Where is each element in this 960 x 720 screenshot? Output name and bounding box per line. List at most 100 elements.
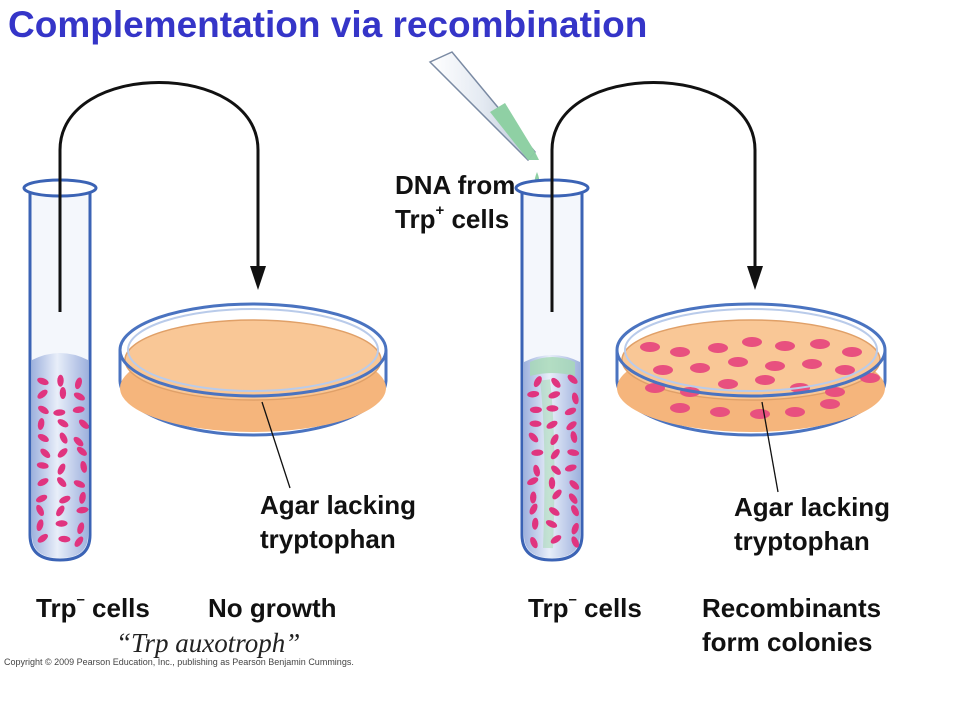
right-agar-leader-line xyxy=(761,401,779,493)
copyright-notice: Copyright © 2009 Pearson Education, Inc.… xyxy=(4,657,354,667)
left-agar-label: Agar lacking tryptophan xyxy=(260,488,416,556)
bacterium-cell xyxy=(35,494,48,503)
right-arrow-head xyxy=(747,266,763,290)
colony xyxy=(690,363,710,373)
bacterium-cell xyxy=(527,390,540,398)
bacterium-cell xyxy=(531,449,544,456)
bacterium-cell xyxy=(549,507,560,516)
colony xyxy=(670,403,690,413)
colony xyxy=(640,342,660,352)
dna-label-line2: Trp+ cells xyxy=(395,202,515,236)
left-petri-dish xyxy=(118,302,388,437)
dna-cells-text: cells xyxy=(444,204,510,234)
bacterium-cell xyxy=(57,448,68,458)
pipette xyxy=(428,51,539,162)
recombinants-line1: Recombinants xyxy=(702,593,882,623)
colony xyxy=(653,365,673,375)
bacterium-cell xyxy=(548,391,561,399)
bacterium-cell xyxy=(571,505,579,517)
left-test-tube xyxy=(22,178,98,562)
right-petri-dish xyxy=(615,302,887,437)
bacterium-cell xyxy=(37,434,49,442)
colony xyxy=(842,347,862,357)
left-agar-line1: Agar lacking xyxy=(260,490,417,520)
bacterium-cell xyxy=(546,420,558,429)
dna-trp-text: Trp xyxy=(395,204,436,234)
bacterium-cell xyxy=(551,377,561,388)
right-agar-line2: tryptophan xyxy=(734,526,870,556)
left-trp-text: Trp xyxy=(36,593,77,623)
bacterium-cell xyxy=(570,431,578,443)
bacterium-cell xyxy=(529,406,542,413)
right-agar-line1: Agar lacking xyxy=(734,492,891,522)
bacterium-cell xyxy=(529,491,537,504)
colony xyxy=(785,407,805,417)
right-cells-label: Trp– cells xyxy=(528,591,642,625)
right-tube-cells xyxy=(527,374,580,549)
colony xyxy=(802,359,822,369)
bacterium-cell xyxy=(533,464,540,477)
bacterium-cell xyxy=(551,465,561,475)
colony xyxy=(718,379,738,389)
left-cells-label: Trp– cells xyxy=(36,591,150,625)
right-trp-text: Trp xyxy=(528,593,569,623)
bacterium-cell xyxy=(57,477,67,488)
bacterium-cell xyxy=(564,464,577,472)
colony xyxy=(670,347,690,357)
bacterium-cell xyxy=(37,377,49,386)
colony xyxy=(742,337,762,347)
bacterium-cell xyxy=(567,449,580,456)
bacterium-cell xyxy=(550,434,559,446)
recombinants-label: Recombinants form colonies xyxy=(702,591,881,659)
left-agar xyxy=(124,319,382,401)
left-arrow-head xyxy=(250,266,266,290)
bacterium-cell xyxy=(531,517,539,530)
bacterium-cell xyxy=(37,478,49,487)
colony xyxy=(755,375,775,385)
bacterium-cell xyxy=(80,460,88,473)
bacterium-cell xyxy=(59,432,68,444)
bacterium-cell xyxy=(548,477,556,490)
bacterium-cell xyxy=(78,419,89,429)
dna-source-label: DNA from Trp+ cells xyxy=(395,168,515,236)
left-transfer-arrow xyxy=(58,81,260,312)
bacterium-cell xyxy=(37,533,48,543)
dna-trp-sign: + xyxy=(435,202,445,220)
bacterium-cell xyxy=(40,448,51,458)
bacterium-cell xyxy=(37,389,48,399)
right-cells-text: cells xyxy=(576,593,642,623)
bacterium-cell xyxy=(57,374,64,387)
colony xyxy=(835,365,855,375)
bacterium-cell xyxy=(56,505,65,517)
colony xyxy=(775,341,795,351)
bacterium-cell xyxy=(73,480,86,488)
bacterium-cell xyxy=(571,536,580,548)
bacterium-cell xyxy=(550,449,560,460)
colony xyxy=(825,387,845,397)
bacterium-cell xyxy=(529,503,538,515)
left-agar-line2: tryptophan xyxy=(260,524,396,554)
left-trp-sign: – xyxy=(76,591,85,609)
bacterium-cell xyxy=(533,376,542,388)
bacterium-cell xyxy=(75,377,82,390)
bacterium-cell xyxy=(568,493,578,504)
recombinants-line2: form colonies xyxy=(702,627,873,657)
bacterium-cell xyxy=(528,432,539,443)
bacterium-cell xyxy=(59,387,67,399)
bacterium-cell xyxy=(552,489,562,500)
colony xyxy=(765,361,785,371)
bacterium-cell xyxy=(36,519,44,532)
bacterium-cell xyxy=(72,406,85,413)
bacterium-cell xyxy=(79,491,86,504)
bacterium-cell xyxy=(73,436,84,447)
bacterium-cell xyxy=(76,446,87,456)
bacterium-cell xyxy=(529,420,542,427)
page-title: Complementation via recombination xyxy=(8,4,648,45)
right-transfer-arrow xyxy=(550,81,757,312)
bacterium-cell xyxy=(58,535,71,543)
colony xyxy=(820,399,840,409)
bacterium-cell xyxy=(566,421,577,431)
bacterium-cell xyxy=(59,495,71,504)
bacterium-cell xyxy=(36,504,44,516)
